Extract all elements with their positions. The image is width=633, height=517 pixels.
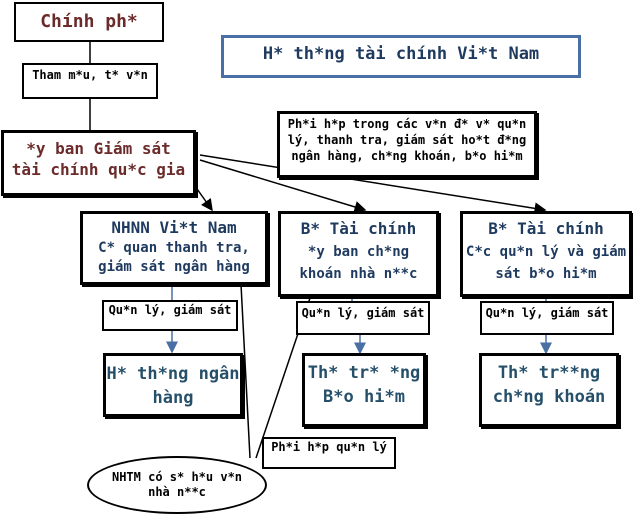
nhnn-title: NHNN Vi*t Nam	[111, 218, 237, 237]
ssc-subtitle: *y ban ch*ng khoán nhà n**c	[299, 244, 418, 282]
coordination-note-box: Ph*i h*p trong các v*n đ* v* qu*n lý, th…	[277, 111, 537, 178]
nhnn-box: NHNN Vi*t Nam C* quan thanh tra, giám sá…	[80, 211, 268, 285]
manage-label-3: Qu*n lý, giám sát	[480, 301, 614, 335]
government-box: Chính ph*	[14, 2, 164, 42]
insurance-agency-box: B* Tài chính C*c qu*n lý và giám sát b*o…	[460, 211, 632, 297]
committee-box: *y ban Giám sát tài chính qu*c gia	[1, 130, 196, 196]
insurance-market-label: Th* tr* *ng B*o hi*m	[307, 363, 421, 407]
insurance-agency-title: B* Tài chính	[488, 219, 604, 238]
committee-label: *y ban Giám sát tài chính qu*c gia	[11, 139, 186, 179]
manage-label-2-text: Qu*n lý, giám sát	[301, 306, 425, 320]
arrow-to-ssc	[199, 159, 367, 213]
coordination-note-label: Ph*i h*p trong các v*n đ* v* qu*n lý, th…	[287, 117, 527, 163]
arrow-to-insurance	[199, 154, 547, 215]
advice-label: Tham m*u, t* v*n	[32, 68, 148, 82]
manage-label-1: Qu*n lý, giám sát	[102, 300, 238, 331]
government-label: Chính ph*	[40, 11, 138, 32]
manage-label-1-text: Qu*n lý, giám sát	[108, 303, 232, 317]
banking-system-box: H* th*ng ngân hàng	[103, 353, 243, 417]
advice-box: Tham m*u, t* v*n	[22, 63, 158, 99]
insurance-agency-subtitle: C*c qu*n lý và giám sát b*o hi*m	[465, 244, 627, 282]
manage-label-2: Qu*n lý, giám sát	[296, 301, 430, 335]
manage-label-3-text: Qu*n lý, giám sát	[485, 306, 609, 320]
page-title: H* th*ng tài chính Vi*t Nam	[262, 44, 540, 64]
ssc-box: B* Tài chính *y ban ch*ng khoán nhà n**c	[278, 211, 439, 297]
state-banks-label: NHTM có s* h*u v*n nhà n**c	[111, 470, 243, 499]
ssc-title: B* Tài chính	[300, 219, 417, 238]
banking-system-label: H* th*ng ngân hàng	[106, 364, 240, 408]
line-nhnn-statebank	[239, 264, 251, 459]
coordination-mgmt-box: Ph*i h*p qu*n lý	[262, 437, 396, 469]
securities-market-box: Th* tr**ng ch*ng khoán	[479, 353, 619, 427]
nhnn-subtitle: C* quan thanh tra, giám sát ngân hàng	[98, 240, 250, 275]
securities-market-label: Th* tr**ng ch*ng khoán	[492, 363, 606, 407]
insurance-market-box: Th* tr* *ng B*o hi*m	[302, 353, 426, 427]
title-box: H* th*ng tài chính Vi*t Nam	[221, 35, 581, 78]
coordination-mgmt-label: Ph*i h*p qu*n lý	[271, 440, 387, 454]
state-banks-ellipse: NHTM có s* h*u v*n nhà n**c	[87, 456, 267, 514]
